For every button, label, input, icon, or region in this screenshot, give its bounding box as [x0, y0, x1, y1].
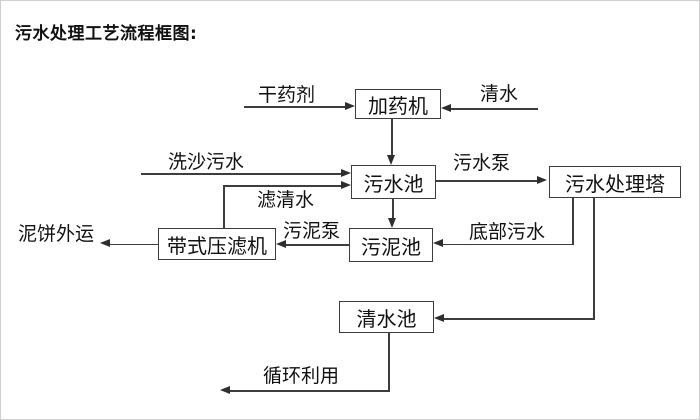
arrowhead-right-icon — [345, 102, 355, 110]
edge-line — [388, 333, 390, 391]
edge-line — [109, 243, 158, 245]
edge-line — [593, 198, 595, 319]
flow-label-sludge-pump: 污泥泵 — [283, 220, 341, 242]
flow-label-mud-cake-transport: 泥饼外运 — [18, 223, 95, 245]
edge-line — [572, 198, 574, 245]
flow-label-sewage-pump: 污水泵 — [453, 152, 511, 174]
edge-line — [392, 199, 394, 219]
node-sludge-pool: 污泥池 — [349, 228, 433, 262]
node-belt-filter-press: 带式压滤机 — [158, 228, 276, 260]
arrowhead-right-icon — [537, 176, 547, 184]
edge-line — [442, 243, 573, 245]
arrowhead-left-icon — [100, 239, 110, 247]
flow-label-filtered-water: 滤清水 — [257, 189, 315, 211]
arrowhead-left-icon — [276, 239, 286, 248]
edge-line — [223, 185, 343, 187]
arrowhead-right-icon — [341, 169, 351, 177]
flow-label-dry-chemical: 干药剂 — [258, 84, 316, 106]
node-clean-water-pool: 清水池 — [339, 301, 434, 333]
flow-label-recycling: 循环利用 — [263, 365, 340, 387]
arrowhead-left-icon — [441, 104, 451, 112]
arrowhead-down-icon — [388, 218, 396, 228]
flow-label-sand-washing-sewage: 洗沙污水 — [168, 151, 245, 173]
edge-line — [229, 390, 390, 392]
node-dosing-machine: 加药机 — [355, 89, 441, 119]
edge-line — [244, 106, 346, 108]
edge-line — [285, 244, 349, 246]
arrowhead-left-icon — [434, 313, 444, 322]
edge-line — [436, 180, 539, 182]
edge-line — [223, 185, 225, 228]
diagram-title: 污水处理工艺流程框图: — [15, 24, 198, 44]
flow-label-bottom-sewage: 底部污水 — [469, 221, 546, 243]
node-sewage-pool: 污水池 — [351, 165, 436, 199]
flow-label-clean-water: 清水 — [480, 83, 519, 105]
arrowhead-down-icon — [387, 155, 395, 165]
edge-line — [443, 318, 595, 320]
node-sewage-treatment-tower: 污水处理塔 — [549, 166, 681, 198]
edge-line — [391, 119, 393, 157]
arrowhead-left-icon — [220, 385, 230, 394]
edge-line — [141, 173, 343, 175]
arrowhead-left-icon — [433, 239, 443, 247]
edge-line — [450, 108, 538, 110]
arrowhead-right-icon — [341, 181, 351, 189]
